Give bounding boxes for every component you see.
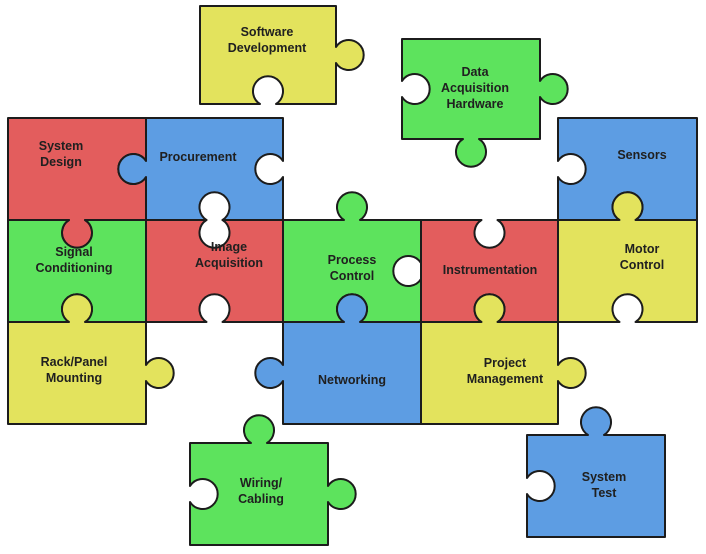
piece-label-line: Rack/Panel xyxy=(41,355,108,369)
piece-label-line: Networking xyxy=(318,373,386,387)
piece-label-line: Cabling xyxy=(238,492,284,506)
puzzle-piece-shape xyxy=(401,38,569,168)
puzzle-piece-shape xyxy=(7,293,175,425)
puzzle-piece-shape xyxy=(557,191,698,323)
puzzle-piece-shape xyxy=(526,406,666,538)
piece-label-line: Development xyxy=(228,41,307,55)
piece-label-line: System xyxy=(39,139,83,153)
puzzle-piece-wiring-cabling: Wiring/Cabling xyxy=(189,414,357,546)
piece-label-line: Control xyxy=(330,269,374,283)
piece-label-line: Project xyxy=(484,356,527,370)
piece-label-line: Signal xyxy=(55,245,93,259)
piece-label-line: System xyxy=(582,470,626,484)
piece-label-line: Mounting xyxy=(46,371,102,385)
piece-label-line: Hardware xyxy=(447,97,504,111)
piece-label-line: Software xyxy=(241,25,294,39)
puzzle-piece-shape xyxy=(189,414,357,546)
puzzle-piece-shape xyxy=(117,117,284,221)
piece-label-line: Management xyxy=(467,372,544,386)
piece-label-line: Test xyxy=(592,486,618,500)
puzzle-piece-shape xyxy=(199,5,365,105)
piece-label-line: Wiring/ xyxy=(240,476,283,490)
piece-label-line: Procurement xyxy=(159,150,237,164)
piece-label-line: Image xyxy=(211,240,247,254)
puzzle-piece-procurement: Procurement xyxy=(117,117,284,221)
piece-label-line: Instrumentation xyxy=(443,263,537,277)
piece-label-line: Sensors xyxy=(617,148,666,162)
piece-label-line: Design xyxy=(40,155,82,169)
piece-label-line: Process xyxy=(328,253,377,267)
piece-label-line: Acquisition xyxy=(195,256,263,270)
piece-label-line: Control xyxy=(620,258,664,272)
puzzle-piece-shape xyxy=(420,293,587,425)
piece-label-line: Motor xyxy=(625,242,660,256)
piece-label-line: Conditioning xyxy=(35,261,112,275)
piece-label-line: Data xyxy=(461,65,489,79)
piece-label-line: Acquisition xyxy=(441,81,509,95)
